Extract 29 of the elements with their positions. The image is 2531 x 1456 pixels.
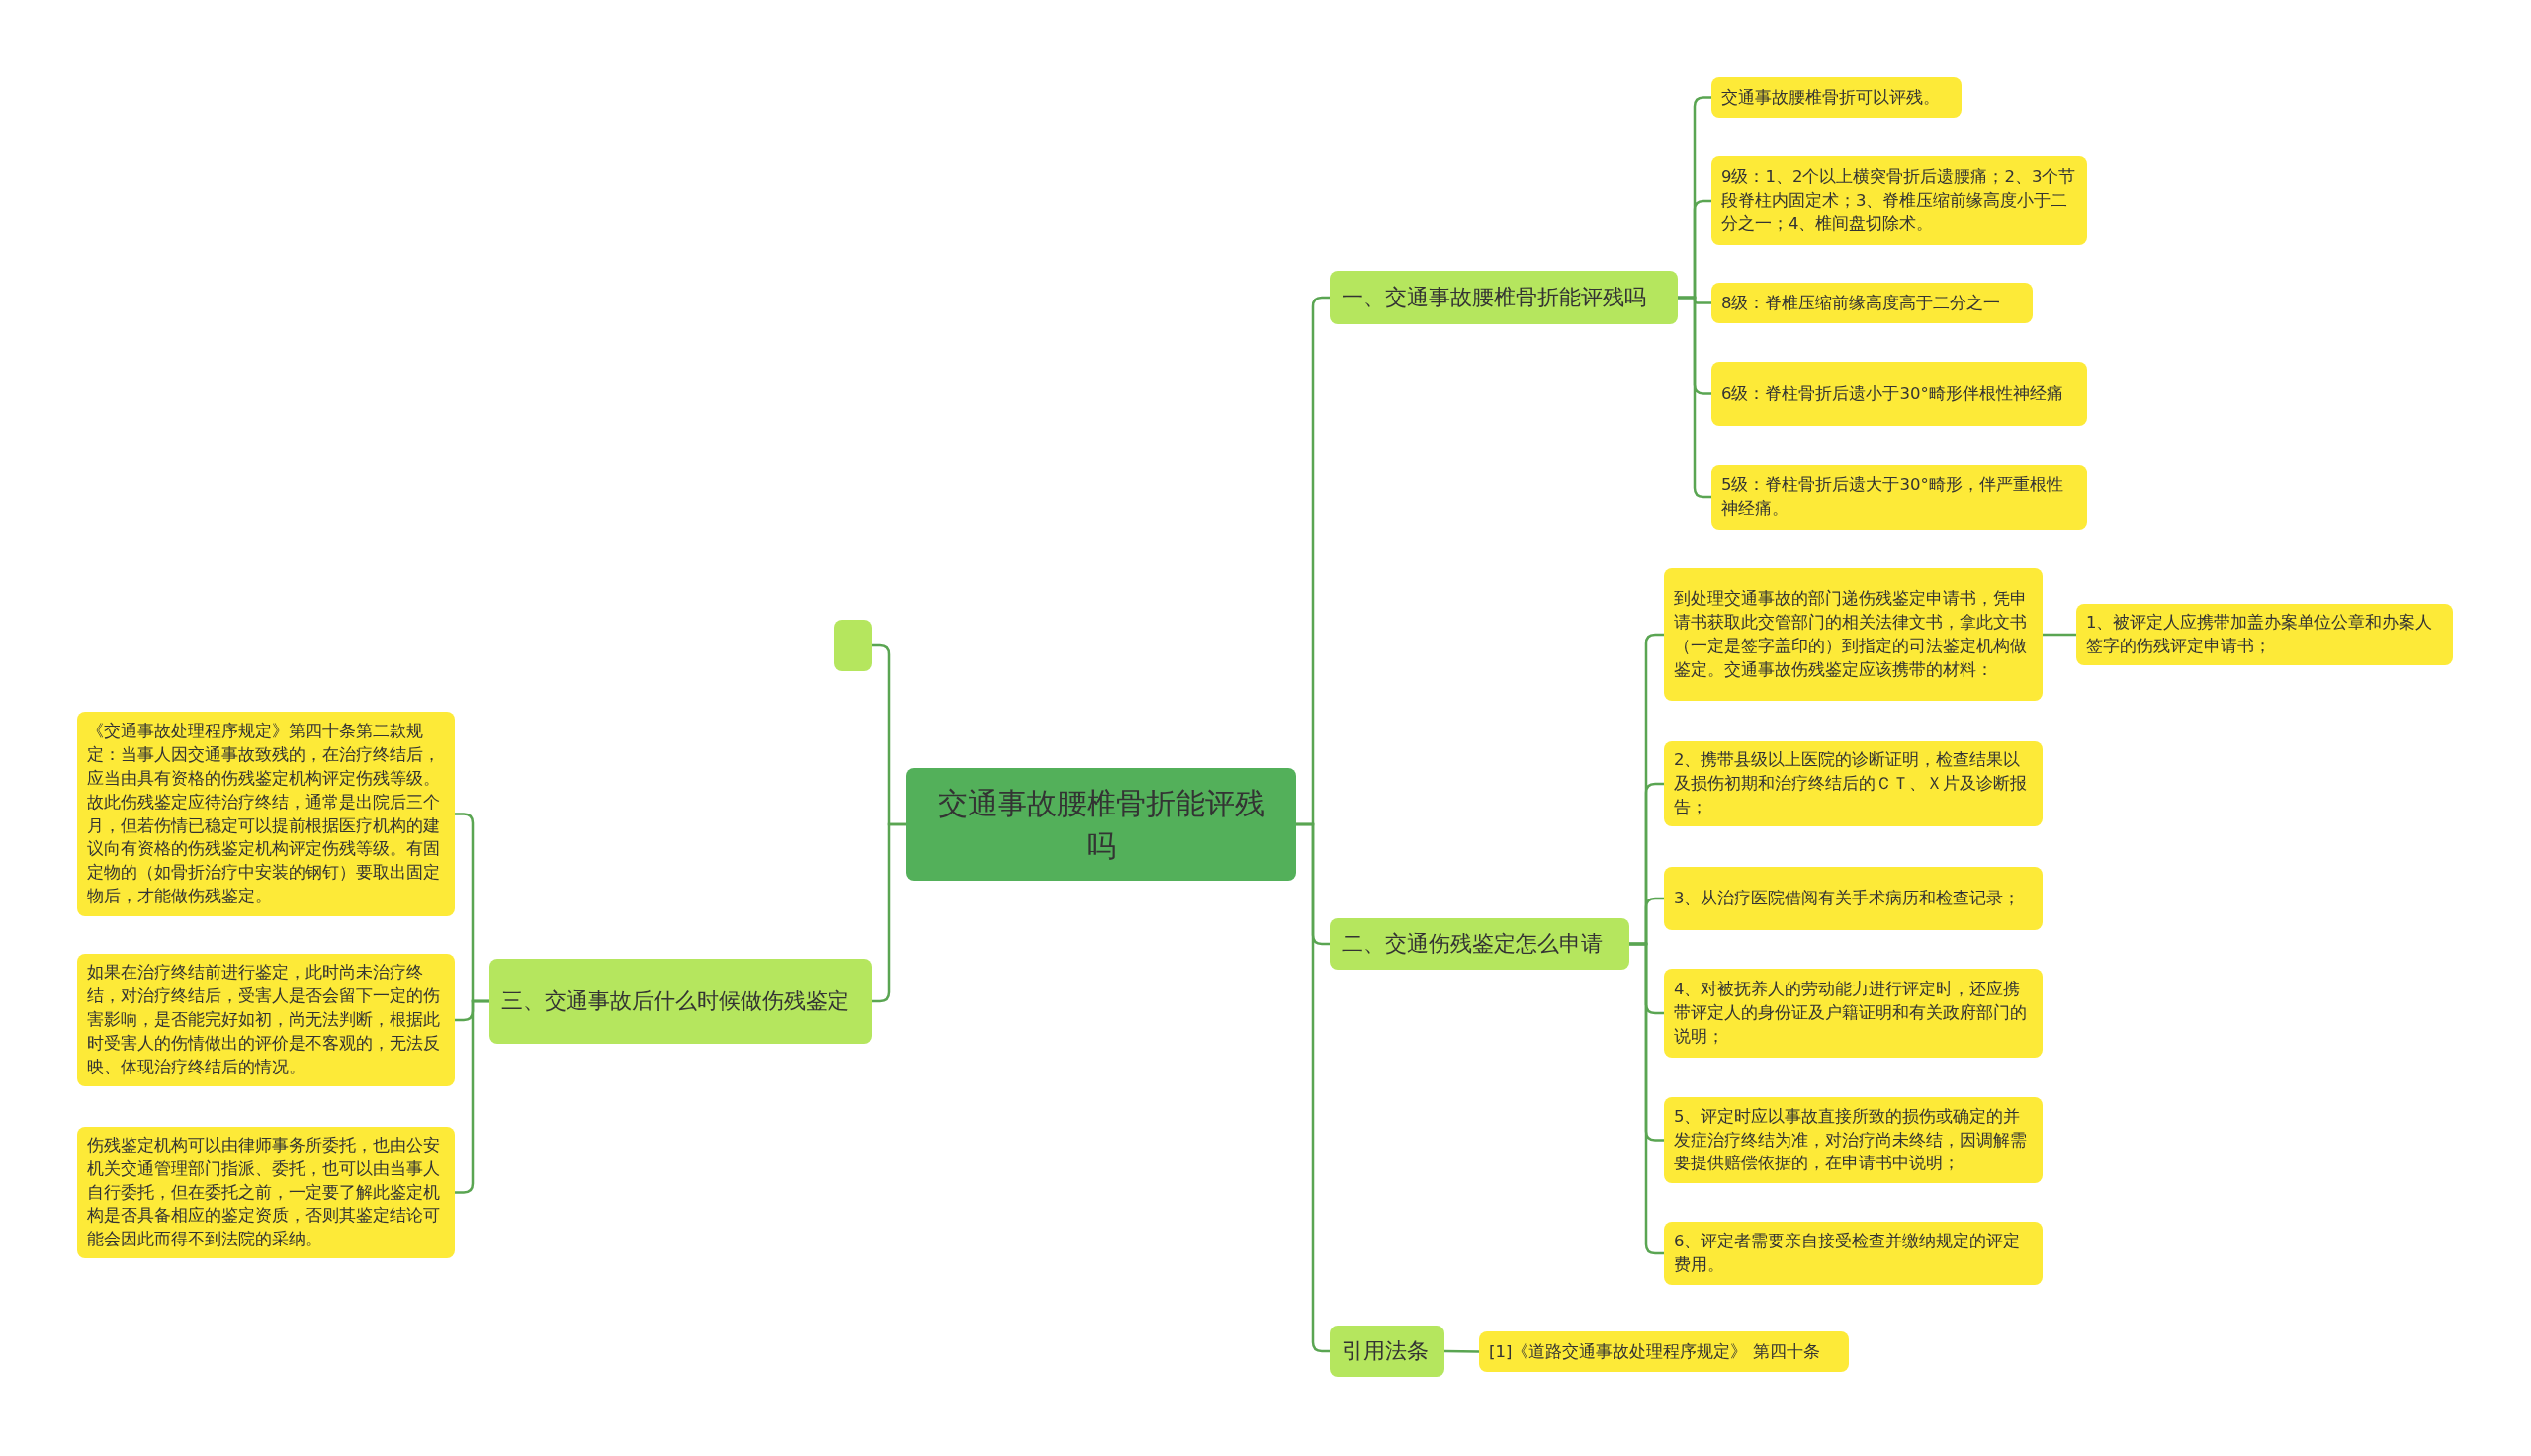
note-box: 如果在治疗终结前进行鉴定，此时尚未治疗终结，对治疗终结后，受害人是否会留下一定的伤害影响，是否能完好如初，尚无法判断，根据此时受害人的伤情做出的评价是不客观的，无法反映、体现治疗终结后的情况。	[77, 954, 455, 1086]
note-box: 8级：脊椎压缩前缘高度高于二分之一	[1711, 283, 2033, 323]
box-shape	[834, 620, 872, 671]
note-box: 2、携带县级以上医院的诊断证明，检查结果以及损伤初期和治疗终结后的ＣＴ、Ｘ片及诊断报告；	[1664, 741, 2043, 826]
note-box: 6级：脊柱骨折后遗小于30°畸形伴根性神经痛	[1711, 362, 2087, 426]
note-box: 到处理交通事故的部门递伤残鉴定申请书，凭申请书获取此交管部门的相关法律文书，拿此文书（一定是签字盖印的）到指定的司法鉴定机构做鉴定。交通事故伤残鉴定应该携带的材料：	[1664, 568, 2043, 701]
note-box: 交通事故腰椎骨折可以评残。	[1711, 77, 1962, 118]
connector-line	[872, 822, 906, 1003]
topic-box: 引用法条	[1330, 1326, 1444, 1377]
topic-box: 一、交通事故腰椎骨折能评残吗	[1330, 271, 1678, 324]
connector-line	[455, 999, 489, 1194]
connector-line	[1678, 296, 1711, 499]
connector-line	[1629, 942, 1664, 1255]
connector-line	[2043, 633, 2076, 637]
note-box: 9级：1、2个以上横突骨折后遗腰痛；2、3个节段脊柱内固定术；3、脊椎压缩前缘高度小于二分之一；4、椎间盘切除术。	[1711, 156, 2087, 245]
note-box: 4、对被抚养人的劳动能力进行评定时，还应携带评定人的身份证及户籍证明和有关政府部门的说明；	[1664, 969, 2043, 1058]
note-box: 《交通事故处理程序规定》第四十条第二款规定：当事人因交通事故致残的，在治疗终结后，应当由具有资格的伤残鉴定机构评定伤残等级。故此伤残鉴定应待治疗终结，通常是出院后三个月，但若伤情已稳定可以提前根据医疗机构的建议向有资格的伤残鉴定机构评定伤残等级。有固定物的（如骨折治疗中安装的钢钉）要取出固定物后，才能做伤残鉴定。	[77, 712, 455, 916]
note-box: 3、从治疗医院借阅有关手术病历和检查记录；	[1664, 867, 2043, 930]
root-topic-box: 交通事故腰椎骨折能评残吗	[906, 768, 1296, 881]
note-box: 5、评定时应以事故直接所致的损伤或确定的并发症治疗终结为准，对治疗尚未终结，因调解需要提供赔偿依据的，在申请书中说明；	[1664, 1097, 2043, 1183]
note-box: 伤残鉴定机构可以由律师事务所委托，也由公安机关交通管理部门指派、委托，也可以由当事人自行委托，但在委托之前，一定要了解此鉴定机构是否具备相应的鉴定资质，否则其鉴定结论可能会因此而得不到法院的采纳。	[77, 1127, 455, 1258]
connector-line	[1296, 822, 1330, 1353]
topic-box: 二、交通伤残鉴定怎么申请	[1330, 918, 1629, 970]
topic-box: 三、交通事故后什么时候做伤残鉴定	[489, 959, 872, 1044]
note-box: 1、被评定人应携带加盖办案单位公章和办案人签字的伤残评定申请书；	[2076, 604, 2453, 665]
note-box: 6、评定者需要亲自接受检查并缴纳规定的评定费用。	[1664, 1222, 2043, 1285]
connector-line	[1444, 1349, 1479, 1353]
note-box: [1]《道路交通事故处理程序规定》 第四十条	[1479, 1331, 1849, 1372]
note-box: 5级：脊柱骨折后遗大于30°畸形，伴严重根性神经痛。	[1711, 465, 2087, 530]
